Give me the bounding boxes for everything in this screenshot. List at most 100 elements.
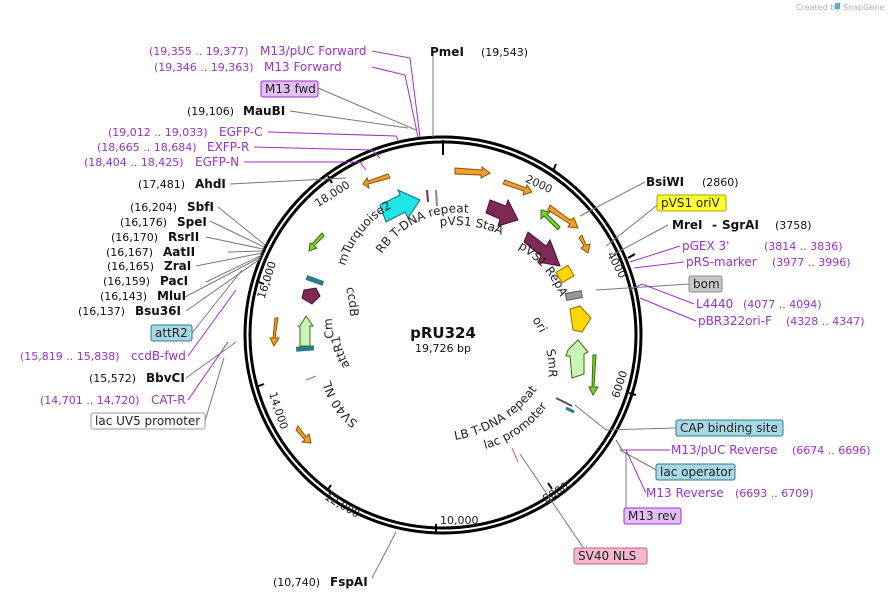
feature-cmr[interactable] [297, 315, 314, 347]
coord-egfp-c: (19,012 .. 19,033) [108, 126, 208, 139]
label-l4440: L4440 [696, 297, 733, 311]
coord-l4440: (4077 .. 4094) [743, 298, 822, 311]
label-sv40-nls: SV40 NLS [578, 549, 636, 563]
coord-zrai: (16,165) [107, 260, 154, 273]
coord-mlui: (16,143) [100, 290, 147, 303]
feature-ccdb[interactable] [301, 287, 321, 305]
coord-maubi: (19,106) [187, 105, 234, 118]
coord-bbvci: (15,572) [89, 372, 136, 385]
box-lacuv5[interactable]: lac UV5 promoter [90, 412, 206, 430]
leader-lines [184, 50, 697, 579]
coord-fspai: (10,740) [273, 576, 320, 589]
tick-18000: 18,000 [313, 178, 353, 209]
tick-10000: 10,000 [440, 514, 479, 527]
feature-smr[interactable] [565, 339, 589, 379]
sv40-inner-mark [305, 375, 317, 381]
tick-8000: 8000 [540, 480, 571, 506]
label-fspai: FspAI [330, 575, 368, 589]
lac-promoter-mark [565, 406, 575, 414]
label-aatii: AatII [163, 245, 195, 259]
box-cap[interactable]: CAP binding site [675, 419, 784, 437]
coord-sbfi: (16,204) [130, 201, 177, 214]
label-spei: SpeI [177, 215, 207, 229]
coord-ahdi: (17,481) [138, 178, 185, 191]
label-attr2: attR2 [155, 326, 188, 340]
feature-mturquoise2[interactable] [379, 189, 421, 223]
coord-egfp-n: (18,404 .. 18,425) [84, 156, 184, 169]
label-mrei: MreI [672, 218, 702, 232]
box-attr2[interactable]: attR2 [150, 324, 193, 342]
label-ccdb: ccdB [343, 285, 361, 317]
label-exfp-r: EXFP-R [207, 140, 249, 154]
backbone-outer [243, 135, 643, 535]
box-lac-operator[interactable]: lac operator [655, 463, 736, 481]
label-egfp-c: EGFP-C [219, 125, 262, 139]
label-zrai: ZraI [164, 259, 191, 273]
orange-arrows [269, 166, 591, 444]
label-ccdb-fwd: ccdB-fwd [131, 349, 186, 363]
lb-tdna-mark [555, 397, 573, 407]
label-cap: CAP binding site [680, 421, 778, 435]
label-prs-marker: pRS-marker [686, 255, 757, 269]
green-arrows [308, 209, 599, 397]
label-smr: SmR [543, 348, 560, 379]
label-m13-rev: M13 rev [628, 509, 677, 523]
feature-pvs1-oriv[interactable] [555, 264, 575, 284]
label-m13-fwd: M13 fwd [265, 82, 316, 96]
feature-attr1[interactable] [295, 345, 315, 352]
coord-pmei: (19,543) [481, 46, 528, 59]
coord-pbr322ori: (4328 .. 4347) [786, 315, 865, 328]
label-bbvci: BbvCI [146, 371, 185, 385]
label-pmei: PmeI [430, 45, 464, 59]
label-mturquoise2: mTurquoise2 [334, 198, 393, 267]
coord-aatii: (16,167) [106, 246, 153, 259]
coord-m13-puc-reverse: (6674 .. 6696) [792, 444, 871, 457]
coord-m13-puc-forward: (19,355 .. 19,377) [149, 45, 249, 58]
label-cat-r: CAT-R [151, 393, 186, 407]
feature-bom[interactable] [564, 290, 583, 301]
coord-spei: (16,176) [120, 216, 167, 229]
label-mrei-sep: - [712, 218, 717, 232]
plasmid-name: pRU324 [410, 324, 476, 342]
label-maubi: MauBI [243, 104, 285, 118]
credit-text: Created by [796, 3, 840, 12]
feature-ori[interactable] [569, 305, 592, 333]
rb-tdna-mark [426, 189, 429, 203]
coord-rsrii: (16,170) [111, 231, 158, 244]
label-lacuv5: lac UV5 promoter [95, 414, 200, 428]
box-m13-rev[interactable]: M13 rev [623, 507, 682, 525]
tick-14000: 14,000 [266, 390, 290, 431]
label-rsrii: RsrII [168, 230, 199, 244]
coord-cat-r: (14,701 .. 14,720) [40, 394, 140, 407]
label-bsu36i: Bsu36I [135, 304, 181, 318]
label-m13-reverse: M13 Reverse [646, 486, 724, 500]
coord-mrei: (3758) [775, 219, 812, 232]
coord-bsiwi: (2860) [702, 176, 739, 189]
feature-pvs1-repa[interactable] [523, 231, 561, 267]
label-m13-puc-forward: M13/pUC Forward [260, 44, 367, 58]
box-sv40-nls[interactable]: SV40 NLS [573, 547, 648, 565]
label-bsiwi: BsiWI [646, 175, 684, 189]
label-paci: PacI [160, 274, 188, 288]
label-ori: ori [530, 314, 550, 335]
label-m13-puc-reverse: M13/pUC Reverse [671, 443, 778, 457]
label-sbfi: SbfI [187, 200, 214, 214]
coord-pgex3: (3814 .. 3836) [764, 240, 843, 253]
snapgene-logo: SnapGene [835, 3, 884, 12]
coord-m13-forward: (19,346 .. 19,363) [154, 61, 254, 74]
plasmid-size: 19,726 bp [415, 342, 471, 355]
coord-prs-marker: (3977 .. 3996) [772, 256, 851, 269]
tick-marks [255, 163, 637, 532]
label-sgrai: SgrAI [722, 218, 759, 232]
feature-pvs1-staa[interactable] [485, 198, 519, 227]
coord-bsu36i: (16,137) [78, 305, 125, 318]
sv40-nls-mark [511, 447, 519, 463]
box-bom[interactable]: bom [688, 275, 723, 293]
label-attr1: attR1 [328, 335, 352, 371]
box-pvs1-oriv[interactable]: pVS1 oriV [656, 194, 727, 212]
feature-attr2[interactable] [305, 275, 325, 286]
coord-ccdb-fwd: (15,819 .. 15,838) [20, 350, 120, 363]
snapgene-brand: SnapGene [843, 3, 884, 12]
label-lac-operator: lac operator [660, 465, 733, 479]
box-m13-fwd[interactable]: M13 fwd [260, 80, 319, 98]
